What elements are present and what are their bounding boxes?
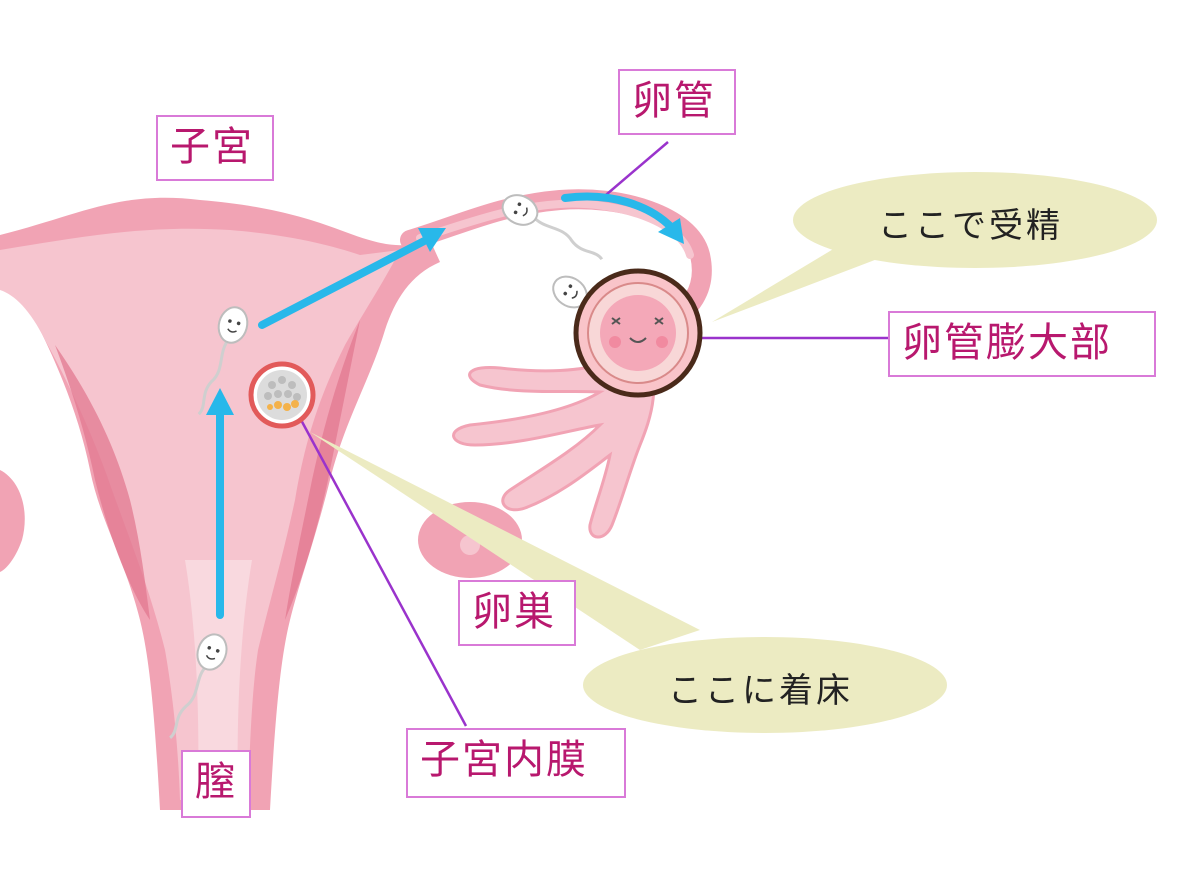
sperm-icon [501,194,604,261]
label-uterus: 子宮 [156,115,274,181]
uterus-wall-left [55,345,150,620]
arrow-head-up [206,388,234,415]
arrow-heads [206,218,684,415]
left-ovary-edge [0,470,25,572]
arrow-head-diagonal [418,228,446,252]
sperm-icon [197,306,249,416]
uterus-wall-right [285,320,360,620]
label-ampulla: 卵管膨大部 [888,311,1156,377]
embryo-icon [248,361,316,429]
leader-fallopian-tube [599,141,669,201]
arrow-head-curve [658,218,684,244]
bubble-fertilization-tail [712,248,880,322]
label-ovary: 卵巣 [458,580,576,646]
fimbriae [452,342,656,539]
callout-fertilization: ここで受精 [878,206,1063,246]
sperm-icon [169,633,228,740]
label-endometrium: 子宮内膜 [406,728,626,798]
bubble-fertilization-shape [793,172,1157,268]
leader-endometrium [298,417,468,727]
bubble-implantation [310,432,947,733]
bubble-implantation-tail [310,432,700,650]
label-fallopian-tube: 卵管 [618,69,736,135]
label-vagina: 膣 [181,750,251,818]
bubble-fertilization [712,172,1157,322]
vagina-canal [185,560,252,800]
arrow-icon [561,192,676,232]
sperm-path-arrows [216,192,676,619]
arrow-icon [258,234,434,329]
callout-implantation: ここに着床 [668,671,853,711]
bubble-implantation-shape [583,637,947,733]
egg-cell-icon [573,268,703,398]
